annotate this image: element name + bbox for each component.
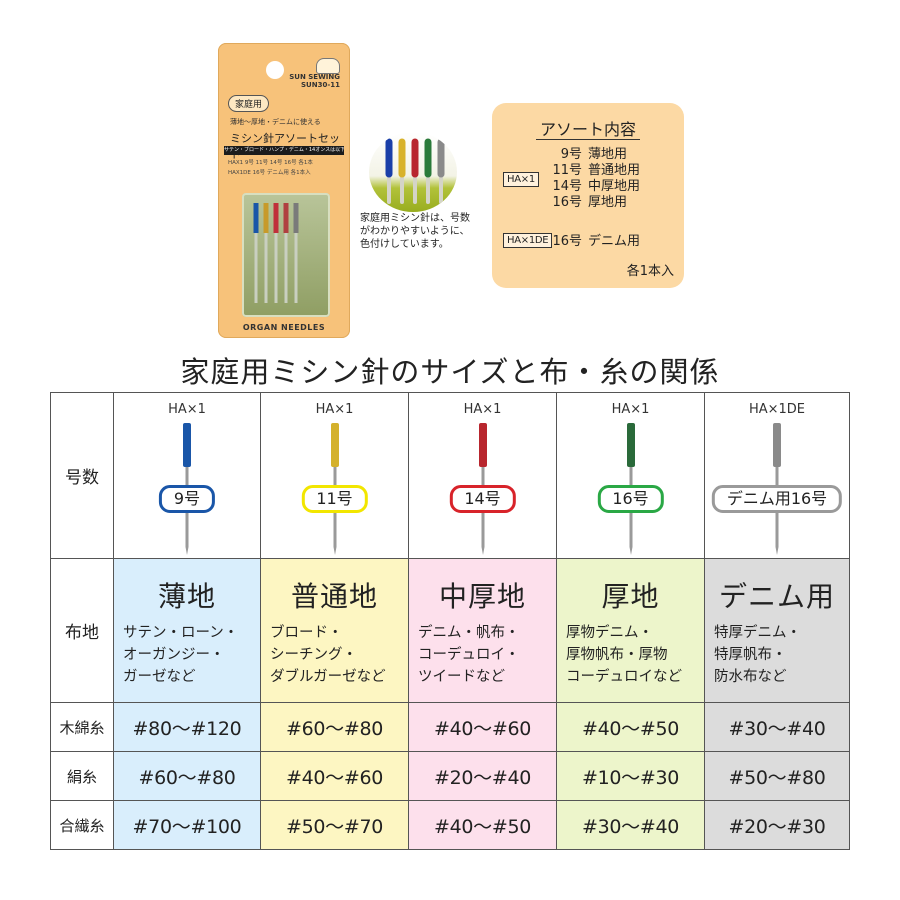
table-row-size: 号数 HA×1 9号 HA×1 11号 HA×1 14号 HA×1 16号 HA… — [50, 392, 850, 559]
assortment-badge-hax1de: HA×1DE — [503, 233, 553, 248]
package-tag: 家庭用 — [228, 95, 270, 112]
thread-cell: #30〜#40 — [704, 702, 850, 752]
needle-type: HA×1 — [315, 402, 354, 417]
table-row-fabric: 布地 薄地 サテン・ローン・ オーガンジー・ ガーゼなど 普通地 ブロード・ シ… — [50, 558, 850, 703]
needle-cell: HA×1 9号 — [113, 392, 261, 559]
fabric-desc: 厚物デニム・ 厚物帆布・厚物 コーデュロイなど — [566, 624, 682, 685]
fabric-cell: 厚地 厚物デニム・ 厚物帆布・厚物 コーデュロイなど — [556, 558, 705, 703]
needle-type: HA×1 — [463, 402, 502, 417]
fabric-cell: デニム用 特厚デニム・ 特厚帆布・ 防水布など — [704, 558, 850, 703]
needle-closeup-image — [369, 132, 457, 212]
packaged-needles-icon — [253, 203, 299, 303]
thread-cell: #60〜#80 — [260, 702, 409, 752]
fabric-desc: 特厚デニム・ 特厚帆布・ 防水布など — [714, 624, 801, 685]
fabric-name: 普通地 — [290, 579, 378, 613]
fabric-desc: デニム・帆布・ コーデュロイ・ ツイードなど — [418, 624, 520, 685]
assortment-each: 各1本入 — [626, 264, 674, 279]
needle-cell: HA×1 16号 — [556, 392, 705, 559]
fabric-name: デニム用 — [718, 579, 835, 613]
size-badge: 16号 — [597, 485, 664, 513]
package-band: サテン・ブロード・ハンプ・デニム・14オンスは以下など — [224, 146, 344, 155]
thread-cell: #10〜#30 — [556, 751, 705, 801]
table-row-silk: 絹糸 #60〜#80 #40〜#60 #20〜#40 #10〜#30 #50〜#… — [50, 751, 850, 801]
thread-cell: #50〜#80 — [704, 751, 850, 801]
table-row-synthetic: 合繊糸 #70〜#100 #50〜#70 #40〜#50 #30〜#40 #20… — [50, 800, 850, 850]
needle-cell: HA×1 14号 — [408, 392, 557, 559]
thread-cell: #20〜#30 — [704, 800, 850, 850]
colored-needles-icon — [385, 138, 445, 204]
thread-cell: #70〜#100 — [113, 800, 261, 850]
thread-cell: #20〜#40 — [408, 751, 557, 801]
thread-cell: #30〜#40 — [556, 800, 705, 850]
assortment-item: 9号薄地用 — [560, 147, 628, 162]
needle-cell: HA×1DE デニム用16号 — [704, 392, 850, 559]
row-label-fabric: 布地 — [50, 558, 114, 703]
thread-cell: #40〜#50 — [556, 702, 705, 752]
package-footer: ORGAN NEEDLES — [242, 323, 326, 332]
size-badge: 9号 — [158, 485, 216, 513]
table-row-cotton: 木綿糸 #80〜#120 #60〜#80 #40〜#60 #40〜#50 #30… — [50, 702, 850, 752]
assortment-item-denim: 16号デニム用 — [552, 234, 641, 249]
fabric-name: 中厚地 — [438, 579, 526, 613]
package-needle-window — [242, 193, 330, 317]
size-relation-table: 号数 HA×1 9号 HA×1 11号 HA×1 14号 HA×1 16号 HA… — [50, 392, 850, 850]
fabric-cell: 普通地 ブロード・ シーチング・ ダブルガーゼなど — [260, 558, 409, 703]
brand-sub: SUN SEWING — [289, 73, 340, 81]
needle-type: HA×1 — [611, 402, 650, 417]
brand-name: SUN30-11 — [301, 80, 340, 89]
assortment-item: 16号厚地用 — [552, 195, 628, 210]
fabric-name: 厚地 — [601, 579, 660, 613]
page-title: 家庭用ミシン針のサイズと布・糸の関係 — [180, 355, 720, 389]
row-label-synthetic: 合繊糸 — [50, 800, 114, 850]
needle-cell: HA×1 11号 — [260, 392, 409, 559]
needle-type: HA×1 — [168, 402, 206, 417]
assortment-item: 11号普通地用 — [552, 163, 641, 178]
size-badge: 14号 — [449, 485, 516, 513]
thread-cell: #50〜#70 — [260, 800, 409, 850]
fabric-name: 薄地 — [157, 579, 216, 613]
product-package-image: SUN SEWING SUN30-11 家庭用 薄地〜厚地・デニムに使える ミシ… — [218, 43, 350, 338]
row-label-cotton: 木綿糸 — [50, 702, 114, 752]
thread-cell: #80〜#120 — [113, 702, 261, 752]
row-label-silk: 絹糸 — [50, 751, 114, 801]
fabric-desc: ブロード・ シーチング・ ダブルガーゼなど — [270, 624, 386, 685]
cat-logo-icon — [316, 58, 340, 74]
package-subtitle: 薄地〜厚地・デニムに使える — [230, 118, 321, 126]
closeup-caption: 家庭用ミシン針は、号数がわかりやすいように、色付けしています。 — [360, 213, 470, 250]
assortment-badge-hax1: HA×1 — [503, 172, 539, 187]
assortment-item: 14号中厚地用 — [552, 179, 641, 194]
thread-cell: #40〜#50 — [408, 800, 557, 850]
row-label-size: 号数 — [50, 392, 114, 559]
fabric-cell: 薄地 サテン・ローン・ オーガンジー・ ガーゼなど — [113, 558, 261, 703]
size-badge: 11号 — [301, 485, 368, 513]
assortment-box: アソート内容 HA×1 9号薄地用 11号普通地用 14号中厚地用 16号厚地用… — [492, 103, 684, 288]
needle-type: HA×1DE — [748, 402, 806, 417]
package-row-2: HAX1DE 16号 デニム用 各1本入 — [228, 170, 311, 176]
thread-cell: #40〜#60 — [260, 751, 409, 801]
assortment-title: アソート内容 — [492, 116, 684, 140]
hanger-hole — [266, 61, 284, 79]
thread-cell: #60〜#80 — [113, 751, 261, 801]
thread-cell: #40〜#60 — [408, 702, 557, 752]
brand-logo: SUN SEWING SUN30-11 — [289, 58, 340, 89]
size-badge: デニム用16号 — [711, 485, 843, 513]
fabric-desc: サテン・ローン・ オーガンジー・ ガーゼなど — [123, 624, 239, 685]
package-row-1: HAX1 9号 11号 14号 16号 各1本 — [228, 160, 313, 166]
fabric-cell: 中厚地 デニム・帆布・ コーデュロイ・ ツイードなど — [408, 558, 557, 703]
